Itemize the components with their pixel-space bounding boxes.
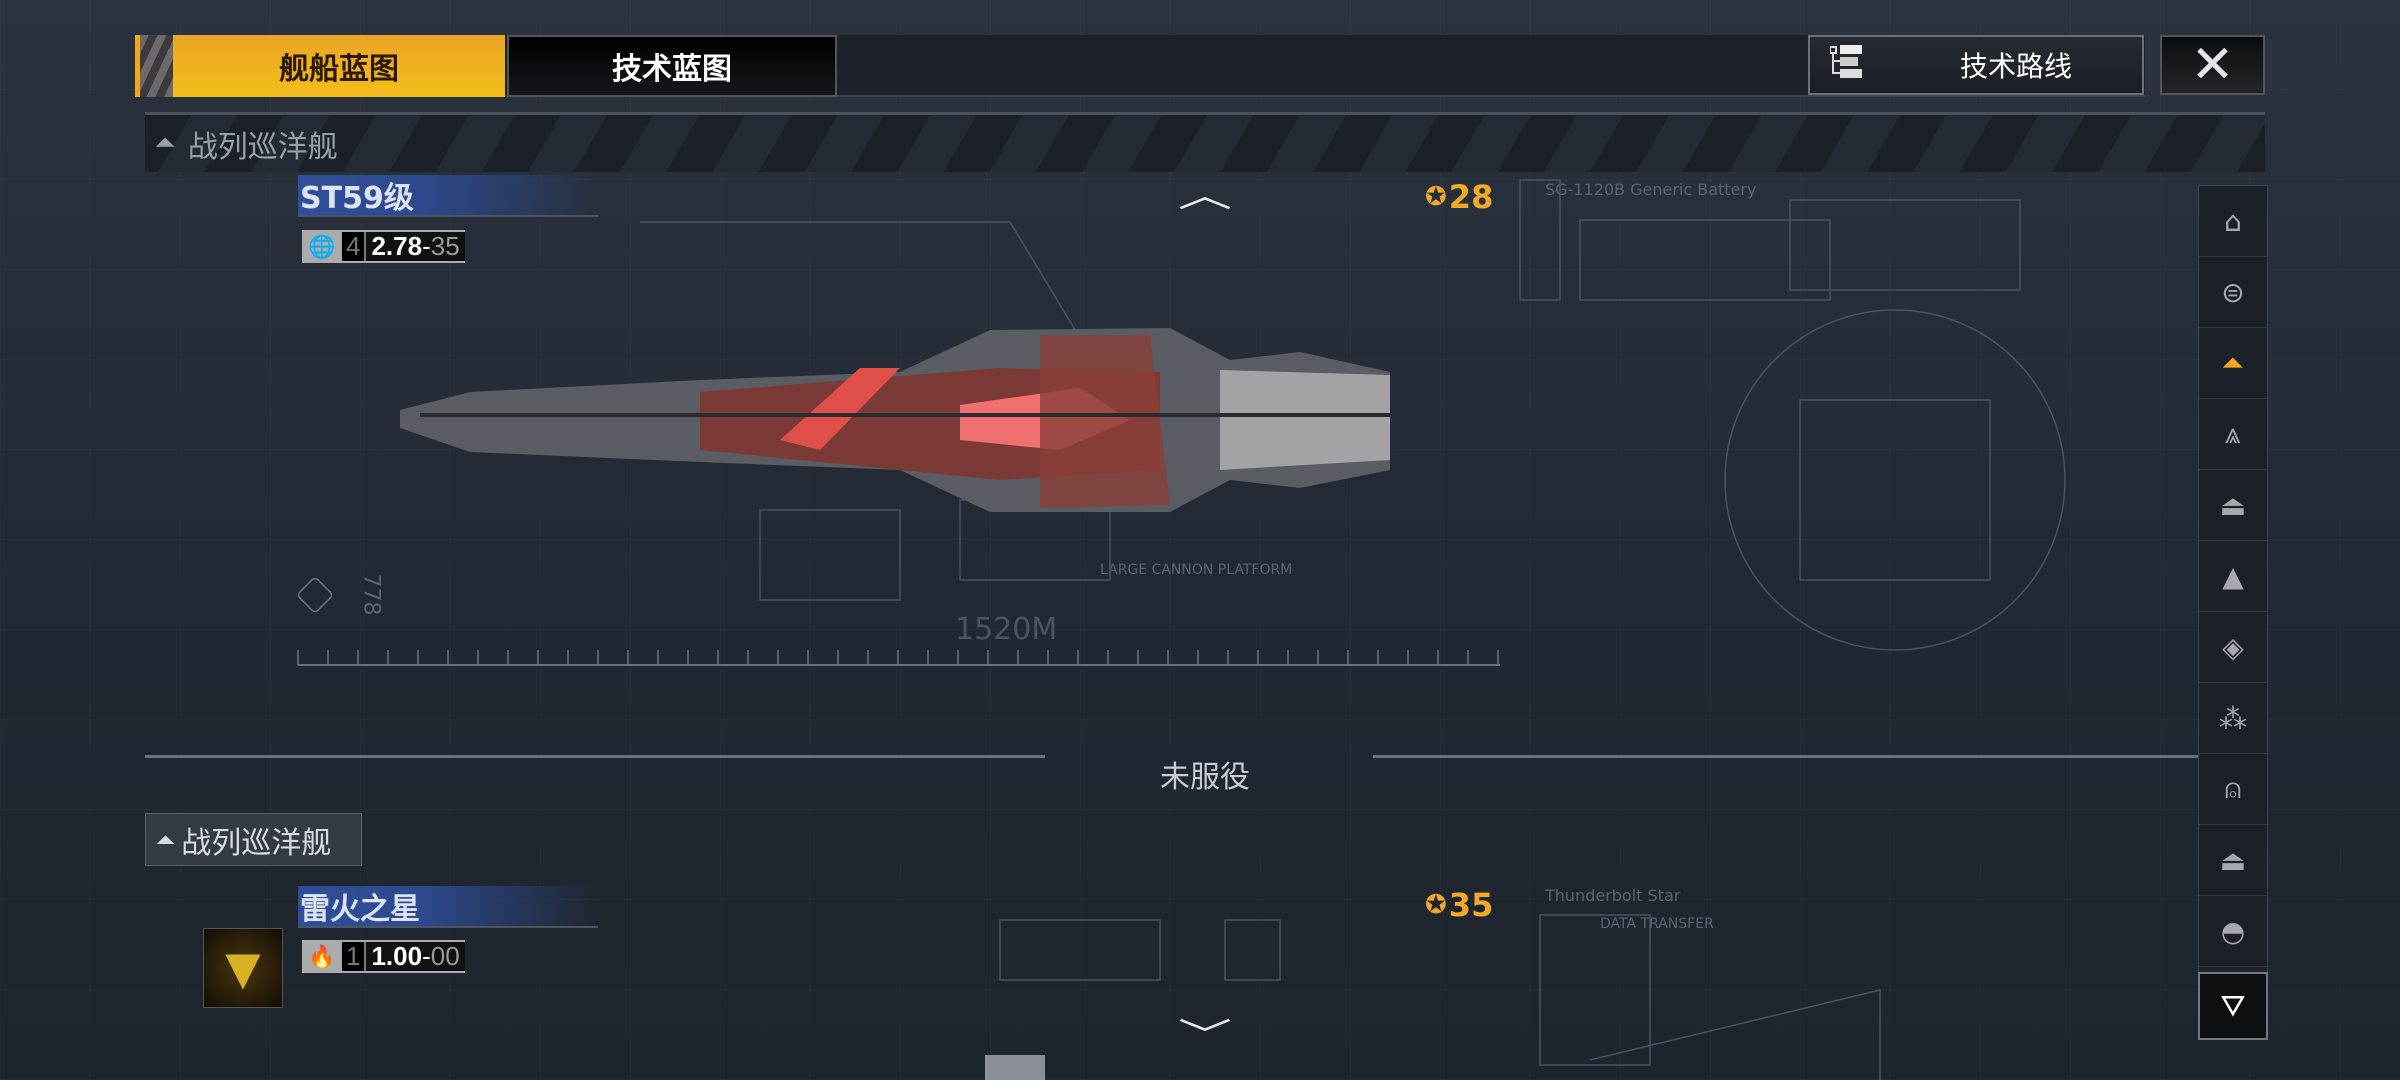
frigate-icon: ▲	[2222, 559, 2244, 593]
ship-class-filter-sidebar: ⌂ ⊜ ⏶ ⩓ ⏏ ▲ ◈ ⁂ ⍝ ⏏ ◓	[2198, 185, 2268, 1040]
battleship-icon: ⊜	[2221, 275, 2245, 309]
sidebar-item-frigate[interactable]: ▲	[2199, 541, 2267, 612]
tech-route-label: 技术路线	[1960, 50, 2073, 83]
stat-tier: 1	[342, 942, 365, 971]
close-x-icon: ✕	[2190, 35, 2235, 95]
sidebar-item-cruiser[interactable]: ⩓	[2199, 399, 2267, 470]
ship-image-thunderbolt-star	[985, 1055, 1045, 1080]
category-header: ⏶ 战列巡洋舰	[145, 112, 2265, 172]
blueprint-annotation: DATA TRANSFER	[1600, 916, 1714, 932]
blueprint-annotation: LARGE CANNON PLATFORM	[1100, 562, 1293, 578]
battlecruiser-icon: ⏶	[155, 128, 176, 158]
battlecruiser-icon: ⏶	[156, 825, 176, 854]
stat-value: 2.78-35	[364, 232, 465, 261]
blueprint-title: Thunderbolt Star	[1545, 886, 1681, 905]
divider-line-right	[1373, 755, 2243, 758]
rank-star-icon: ✪	[1425, 890, 1447, 920]
ship-length-label: 1520M	[955, 612, 1058, 647]
blueprint-title: SG-1120B Generic Battery	[1545, 180, 1757, 199]
scroll-up-chevron-icon[interactable]: ︿	[1177, 176, 1233, 216]
sidebar-item-auxiliary[interactable]: ⍝	[2199, 754, 2267, 825]
scroll-down-chevron-icon[interactable]: ﹀	[1177, 1016, 1233, 1056]
category-label: 战列巡洋舰	[187, 129, 338, 165]
sidebar-item-battleship[interactable]: ⊜	[2199, 257, 2267, 328]
filter-button[interactable]: ⛛	[2198, 972, 2268, 1040]
rank-star-icon: ✪	[1425, 182, 1447, 212]
sidebar-item-carrier[interactable]: ⌂	[2199, 186, 2267, 257]
ship-rating: ✪35	[1425, 886, 1494, 924]
ship-stats-badge: 🔥 1 1.00-00	[302, 940, 465, 973]
tab-tech-blueprint[interactable]: 技术蓝图	[507, 35, 837, 97]
tech-route-button[interactable]: 技术路线	[1808, 35, 2144, 95]
close-button[interactable]: ✕	[2160, 35, 2265, 95]
ship-name[interactable]: ST59级	[298, 175, 598, 217]
sidebar-item-other[interactable]: ◓	[2199, 896, 2267, 967]
ship-rating: ✪28	[1425, 178, 1494, 216]
filter-icon: ⛛	[2220, 988, 2246, 1024]
fighter-squad-icon: ⁂	[2219, 701, 2247, 735]
sidebar-item-battlecruiser[interactable]: ⏶	[2199, 328, 2267, 399]
carrier-icon: ⌂	[2224, 204, 2242, 238]
battlecruiser-icon: ⏶	[2221, 346, 2245, 379]
ship-stats-badge: 🌐 4 2.78-35	[302, 230, 465, 263]
auxiliary-icon: ⍝	[2224, 772, 2242, 805]
sidebar-item-destroyer[interactable]: ⏏	[2199, 470, 2267, 541]
sidebar-item-fighter[interactable]: ⁂	[2199, 683, 2267, 754]
category-label: 战列巡洋舰	[181, 825, 332, 861]
category-header: ⏶ 战列巡洋舰	[145, 813, 362, 866]
dome-icon: ◓	[2220, 914, 2246, 948]
cruiser-icon: ⩓	[2225, 417, 2241, 450]
ship-image-st59	[400, 328, 1390, 512]
tab-ship-blueprint[interactable]: 舰船蓝图	[173, 35, 505, 97]
flame-icon: 🔥	[308, 943, 336, 969]
top-bar-accent	[135, 35, 173, 97]
globe-icon: 🌐	[308, 233, 336, 259]
corvette-icon: ◈	[2222, 630, 2244, 664]
destroyer-icon: ⏏	[2219, 488, 2247, 522]
divider-label: 未服役	[1160, 760, 1250, 795]
name-leader-line	[640, 221, 1081, 339]
support-icon: ⏏	[2219, 843, 2247, 877]
sidebar-item-corvette[interactable]: ◈	[2199, 612, 2267, 683]
sidebar-item-support[interactable]: ⏏	[2199, 825, 2267, 896]
divider-line-left	[145, 755, 1045, 758]
triangle-faction-icon: ▼	[203, 928, 283, 1008]
tree-list-icon	[1829, 44, 1864, 86]
stat-value: 1.00-00	[364, 942, 465, 971]
ship-name[interactable]: 雷火之星	[298, 886, 598, 928]
stat-tier: 4	[342, 232, 365, 261]
